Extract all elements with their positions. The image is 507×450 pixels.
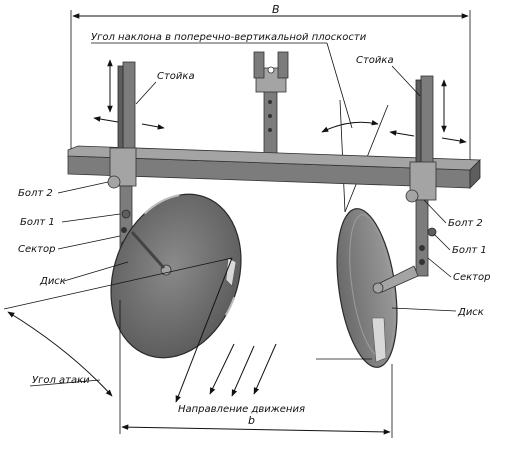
bolt1-label-right: Болт 1 (452, 245, 487, 256)
bolt2-label-right: Болт 2 (448, 218, 483, 229)
dimension-B-label: B (272, 3, 280, 16)
main-beam (67, 145, 481, 189)
tilt-angle-label: Угол наклона в поперечно-вертикальной пл… (91, 32, 367, 43)
center-hitch-post (253, 51, 289, 171)
dimension-b: b (119, 300, 393, 438)
adjust-arrows (93, 59, 467, 144)
left-disk (110, 193, 242, 359)
disk-label-left: Диск (39, 276, 66, 287)
dimension-B: B (70, 3, 471, 178)
dimension-b-label: b (248, 414, 255, 427)
post-label-right: Стойка (356, 55, 394, 66)
right-disk (336, 208, 419, 368)
attack-angle-annotation: Угол атаки (3, 257, 233, 403)
bolt1-label-left: Болт 1 (20, 217, 55, 228)
direction-label: Направление движения (178, 404, 305, 415)
post-label-left: Стойка (157, 71, 195, 82)
right-post (405, 75, 437, 277)
tilt-angle-annotation: Угол наклона в поперечно-вертикальной пл… (91, 32, 389, 213)
sector-label-right: Сектор (453, 272, 490, 283)
bolt2-label-left: Болт 2 (18, 188, 53, 199)
direction-arrows: Направление движения (178, 343, 305, 415)
disk-label-right: Диск (457, 307, 484, 318)
attack-angle-label: Угол атаки (32, 375, 90, 386)
sector-label-left: Сектор (18, 244, 55, 255)
